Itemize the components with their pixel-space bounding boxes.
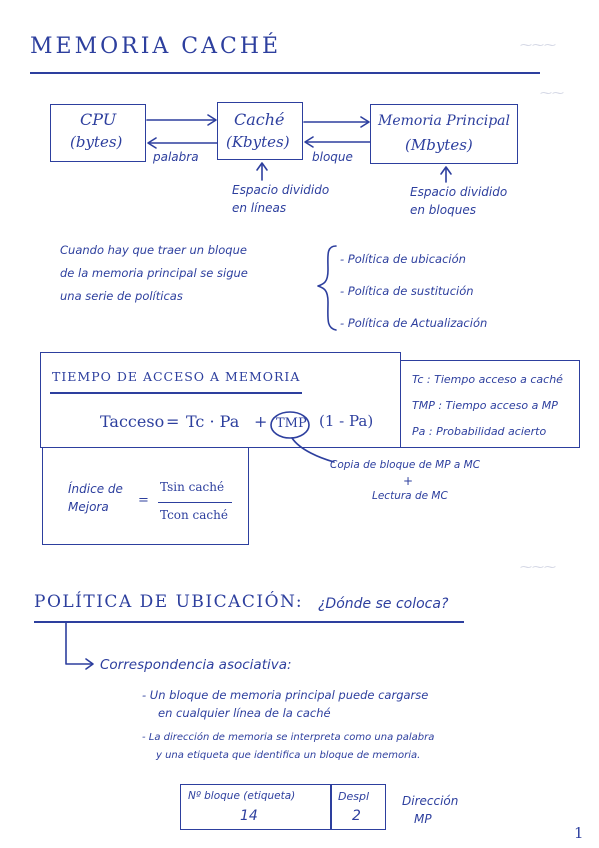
access-time-heading: TIEMPO DE ACCESO A MEMORIA <box>52 369 301 384</box>
cache-note-line1: Espacio dividido <box>232 183 330 197</box>
page-number: 1 <box>574 824 584 842</box>
offset-column-value: 2 <box>352 808 361 824</box>
one-minus-pa: (1 - Pa) <box>319 412 374 430</box>
cache-box <box>217 102 303 160</box>
access-plus: + <box>254 412 268 431</box>
placement-branch-arrow <box>65 621 93 665</box>
main-memory-label: Memoria Principal <box>378 113 511 129</box>
mp-note-line1: Espacio dividido <box>410 185 508 199</box>
placement-question: ¿Dónde se coloca? <box>318 596 449 612</box>
t-access: Tacceso <box>100 412 165 431</box>
associative-bullet2-line1: - La dirección de memoria se interpreta … <box>142 732 435 743</box>
arrow-head-icon <box>360 116 370 128</box>
arrow-head-icon <box>440 166 452 175</box>
page-title: MEMORIA CACHÉ <box>30 34 282 59</box>
bleed-through-text: ⁓⁓⁓ <box>520 560 556 574</box>
policy-item-update: - Política de Actualización <box>340 316 488 330</box>
bleed-through-text: ⁓⁓⁓ <box>520 38 556 52</box>
tmp-copy-note: Copia de bloque de MP a MC <box>330 459 481 471</box>
associative-heading: Correspondencia asociativa: <box>100 657 292 673</box>
improvement-equals: = <box>138 493 149 508</box>
cache-label: Caché <box>234 110 285 129</box>
policy-item-replacement: - Política de sustitución <box>340 284 474 298</box>
tc-times-pa: Tc · Pa <box>186 412 240 431</box>
cache-note-line2: en líneas <box>232 201 287 215</box>
tag-column-header: Nº bloque (etiqueta) <box>188 790 296 802</box>
bleed-through-text: ⁓⁓ <box>540 86 564 100</box>
improvement-label-line2: Mejora <box>68 500 109 514</box>
address-table-divider <box>330 784 332 830</box>
improvement-index-box <box>42 447 249 545</box>
policies-brace <box>317 245 337 331</box>
associative-bullet2-line2: y una etiqueta que identifica un bloque … <box>156 750 421 761</box>
offset-column-header: Despl <box>338 790 370 803</box>
address-table <box>180 784 386 830</box>
tag-column-value: 14 <box>240 808 258 824</box>
word-label: palabra <box>153 150 199 164</box>
arrow-head-icon <box>304 136 314 148</box>
legend-box <box>400 360 580 448</box>
tmp-read-note: Lectura de MC <box>372 490 448 502</box>
arrow-head-icon <box>147 137 157 149</box>
tmp-highlight-circle <box>270 411 310 439</box>
block-label: bloque <box>312 150 353 164</box>
policy-item-placement: - Política de ubicación <box>340 252 466 266</box>
cpu-unit: (bytes) <box>70 133 123 151</box>
legend-pa: Pa : Probabilidad acierto <box>412 425 547 438</box>
mp-note-line2: en bloques <box>410 203 476 217</box>
title-underline <box>30 72 540 74</box>
arrow-head-icon <box>85 658 94 670</box>
tmp-term: TMP <box>276 416 307 431</box>
cache-unit: (Kbytes) <box>226 133 290 151</box>
improvement-label-line1: Índice de <box>68 482 123 496</box>
legend-tc: Tc : Tiempo acceso a caché <box>412 373 563 386</box>
address-side-label-line1: Dirección <box>402 794 459 808</box>
improvement-numerator: Tsin caché <box>160 480 225 494</box>
placement-heading: POLÍTICA DE UBICACIÓN: <box>34 592 304 612</box>
main-memory-unit: (Mbytes) <box>405 136 473 154</box>
main-memory-box <box>370 104 518 164</box>
placement-underline <box>34 621 464 623</box>
associative-bullet1-line2: en cualquier línea de la caché <box>158 706 331 720</box>
access-time-heading-underline <box>50 392 302 394</box>
policies-intro-line2: de la memoria principal se sigue <box>60 266 248 280</box>
policies-intro-line1: Cuando hay que traer un bloque <box>60 243 247 257</box>
access-equals: = <box>166 412 180 431</box>
tmp-note-pointer <box>291 437 335 463</box>
associative-bullet1-line1: - Un bloque de memoria principal puede c… <box>142 688 429 702</box>
arrow-head-icon <box>207 114 217 126</box>
improvement-denominator: Tcon caché <box>160 508 228 522</box>
arrow-head-icon <box>256 162 268 171</box>
cpu-box <box>50 104 146 162</box>
tmp-plus-note: + <box>403 474 414 488</box>
fraction-bar <box>158 502 232 504</box>
address-side-label-line2: MP <box>414 812 432 826</box>
policies-intro-line3: una serie de políticas <box>60 289 183 303</box>
legend-tmp: TMP : Tiempo acceso a MP <box>412 399 558 412</box>
cpu-label: CPU <box>80 110 117 129</box>
